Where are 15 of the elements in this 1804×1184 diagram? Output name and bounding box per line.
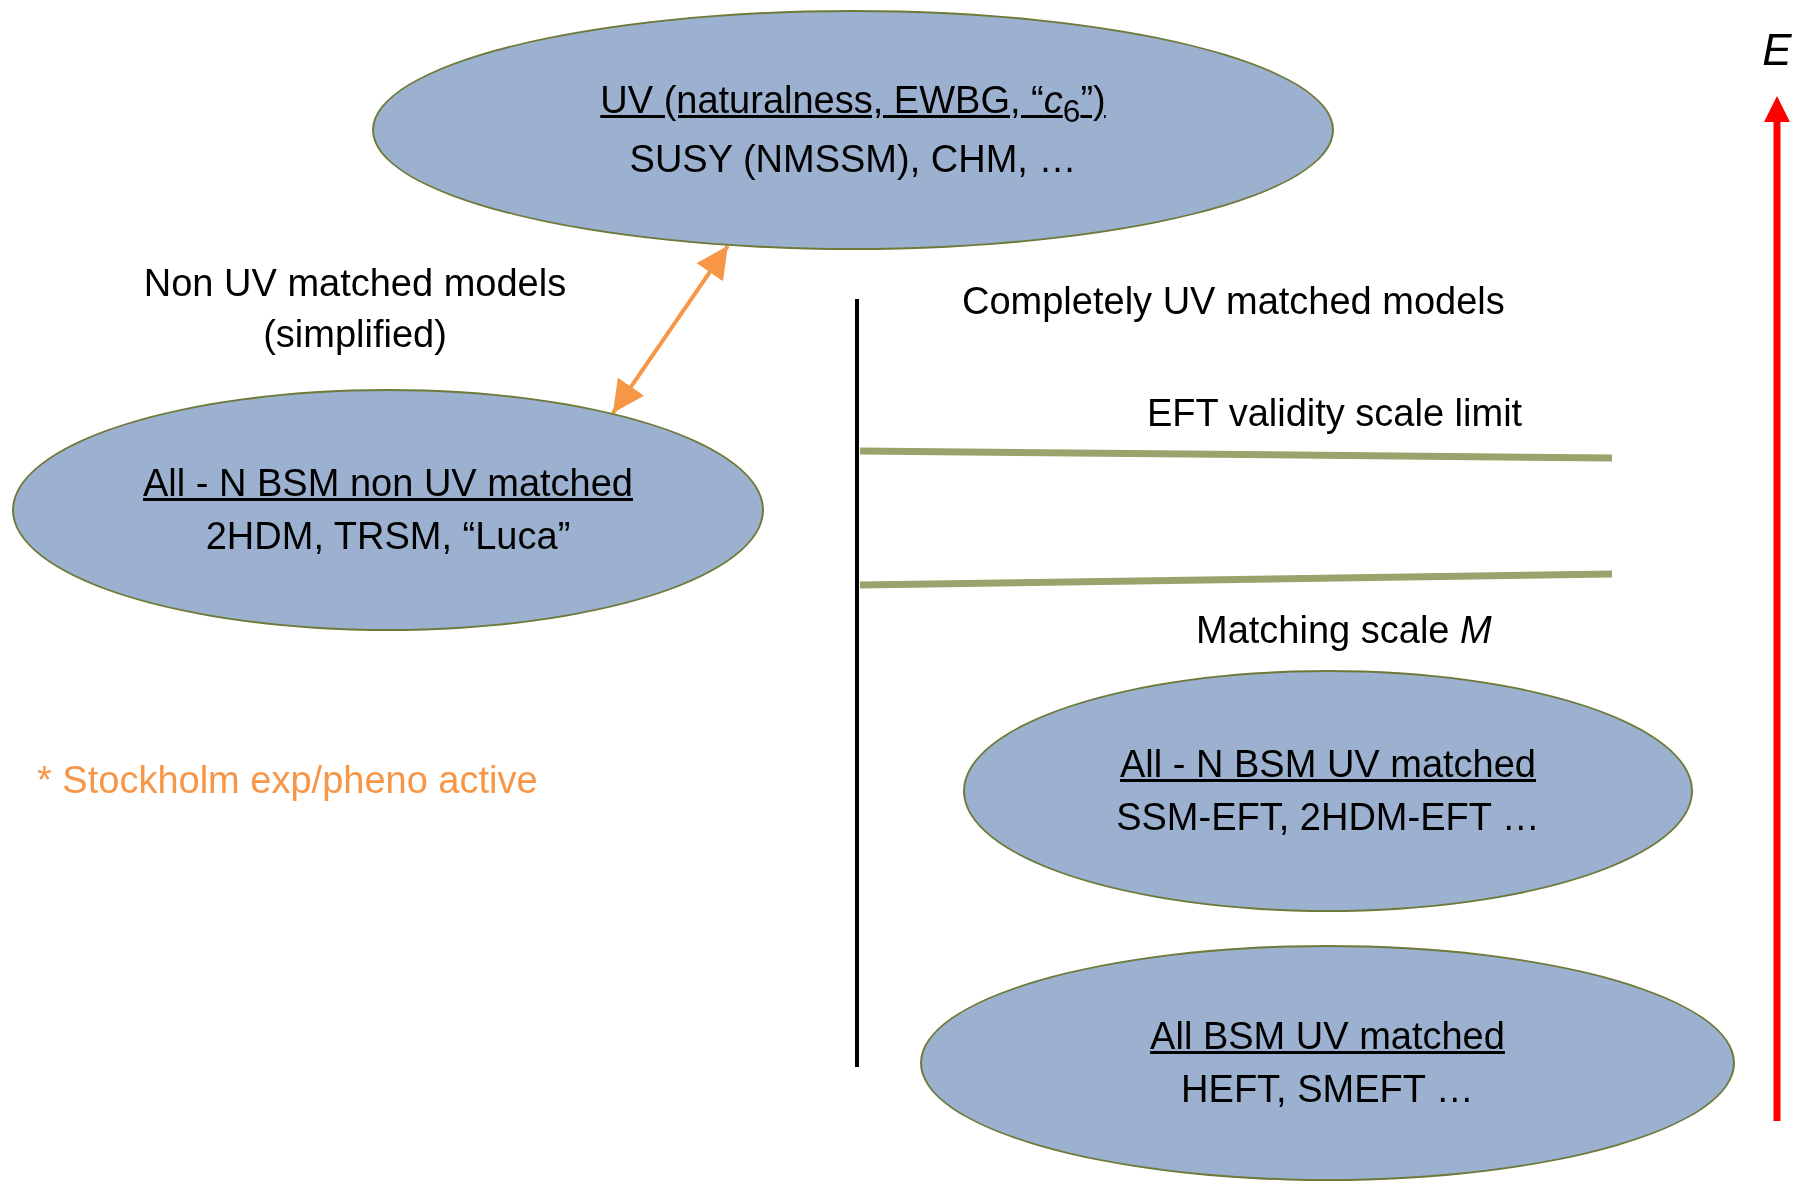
node-text: 2HDM, TRSM, “Luca”: [205, 514, 571, 559]
node-heading: UV (naturalness, EWBG, “c$_{6}$”): [600, 77, 1106, 131]
scale-label: EFT validity scale limit: [1147, 391, 1524, 436]
axis-label: E: [1761, 24, 1793, 76]
arrow: [611, 244, 730, 415]
note-text: * Stockholm exp/pheno active: [37, 758, 539, 803]
node-text: SUSY (NMSSM), CHM, …: [629, 136, 1077, 182]
node-heading: All BSM UV matched: [1150, 1013, 1505, 1059]
node-heading: All - N BSM UV matched: [1120, 741, 1536, 787]
node-text: HEFT, SMEFT …: [1181, 1067, 1474, 1112]
heading-text: Non UV matched models (simplified): [142, 261, 568, 358]
node-heading: All - N BSM non UV matched: [143, 460, 633, 506]
heading-text: Completely UV matched models: [962, 279, 1506, 324]
scale-label: Matching scale M: [1196, 608, 1493, 653]
node-text: SSM-EFT, 2HDM-EFT …: [1116, 795, 1540, 840]
